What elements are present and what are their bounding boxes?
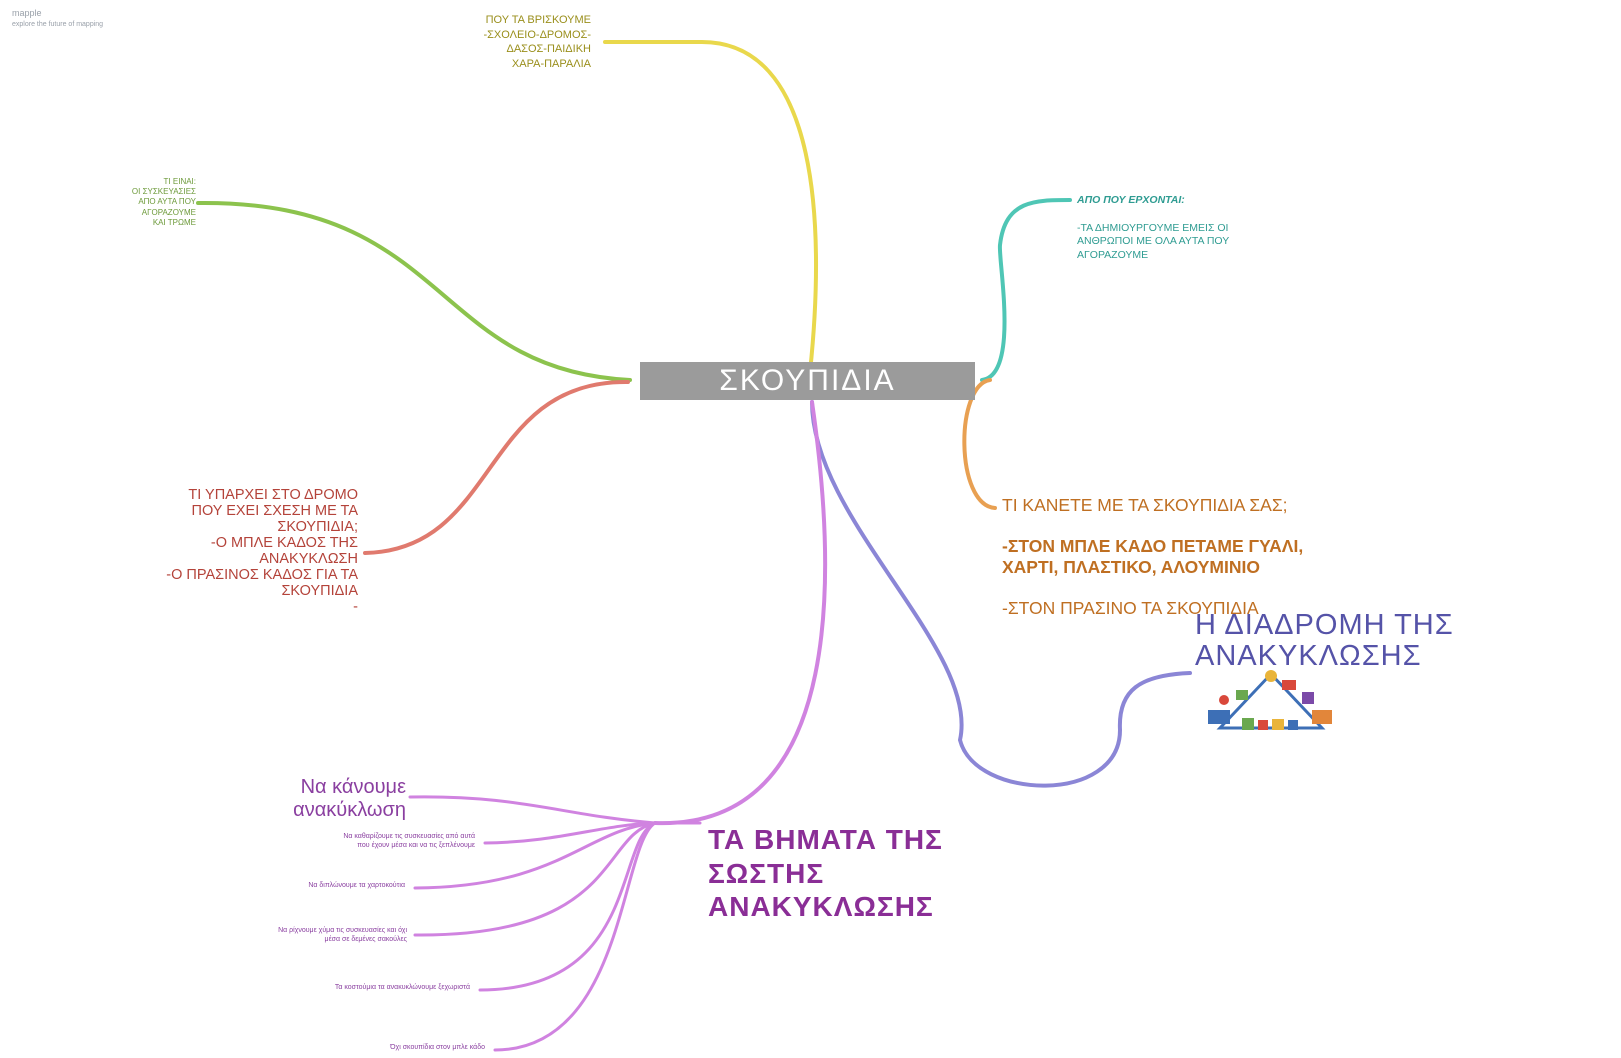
node-where-found[interactable]: ΠΟΥ ΤΑ ΒΡΙΣΚΟΥΜΕ -ΣΧΟΛΕΙΟ-ΔΡΟΜΟΣ- ΔΑΣΟΣ-… xyxy=(483,14,591,70)
cycle-item-icon xyxy=(1272,719,1284,730)
cycle-item-icon xyxy=(1288,720,1298,730)
node-origin-body: -ΤΑ ΔΗΜΙΟΥΡΓΟΥΜΕ ΕΜΕΙΣ ΟΙ ΑΝΘΡΩΠΟΙ ΜΕ ΟΛ… xyxy=(1077,221,1230,262)
node-step-no-trash-blue-bin[interactable]: Όχι σκουπίδια στον μπλε κάδο xyxy=(390,1044,485,1051)
branch-line-step-3 xyxy=(413,821,657,937)
cycle-sun-icon xyxy=(1265,670,1277,682)
branch-line-step-5 xyxy=(493,821,657,1052)
cycle-item-icon xyxy=(1302,692,1314,704)
cycle-bin-icon xyxy=(1208,710,1230,724)
brand-name: mapple xyxy=(12,8,42,18)
branch-line-what xyxy=(196,200,632,382)
node-step-do-recycling[interactable]: Να κάνουμε ανακύκλωση xyxy=(293,776,406,821)
cycle-item-icon xyxy=(1242,718,1254,730)
node-origin[interactable]: ΑΠΟ ΠΟΥ ΕΡΧΟΝΤΑΙ: -ΤΑ ΔΗΜΙΟΥΡΓΟΥΜΕ ΕΜΕΙΣ… xyxy=(1077,180,1407,277)
cycle-item-icon xyxy=(1282,680,1296,690)
node-what-is-it[interactable]: ΤΙ ΕΙΝΑΙ: ΟΙ ΣΥΣΚΕΥΑΣΙΕΣ ΑΠΟ ΑΥΤΑ ΠΟΥ ΑΓ… xyxy=(131,177,196,227)
branch-line-route xyxy=(810,400,1192,788)
brand-watermark: mapple explore the future of mapping xyxy=(12,8,103,29)
node-origin-heading: ΑΠΟ ΠΟΥ ΕΡΧΟΝΤΑΙ: xyxy=(1077,193,1185,206)
node-step-clean-packaging[interactable]: Να καθαρίζουμε τις συσκευασίες από αυτά … xyxy=(343,833,475,850)
branch-line-where xyxy=(603,39,819,374)
recycling-triangle-icon xyxy=(1216,671,1326,730)
brand-tagline: explore the future of mapping xyxy=(12,20,104,28)
node-step-separate-items[interactable]: Τα κοστούμια τα ανακυκλώνουμε ξεχωριστά xyxy=(334,984,470,991)
branch-line-step-recycle xyxy=(408,795,657,825)
node-step-loose-packaging[interactable]: Να ρίχνουμε χύμα τις συσκευασίες και όχι… xyxy=(278,927,407,944)
recycling-cycle-illustration xyxy=(1208,670,1332,730)
cycle-truck-icon xyxy=(1312,710,1332,724)
node-street-bins[interactable]: ΤΙ ΥΠΑΡΧΕΙ ΣΤΟ ΔΡΟΜΟ ΠΟΥ ΕΧΕΙ ΣΧΕΣΗ ΜΕ Τ… xyxy=(166,487,358,615)
branch-line-street xyxy=(363,379,630,555)
node-what-we-do-green-bin: -ΣΤΟΝ ΠΡΑΣΙΝΟ ΤΑ ΣΚΟΥΠΙΔΙΑ xyxy=(1002,597,1259,618)
branch-line-step-1 xyxy=(483,821,657,845)
node-step-fold-cartons[interactable]: Να διπλώνουμε τα χαρτοκούτια xyxy=(308,882,405,889)
cycle-item-icon xyxy=(1219,695,1229,705)
branch-line-doing xyxy=(962,378,997,510)
node-what-we-do-question: ΤΙ ΚΑΝΕΤΕ ΜΕ ΤΑ ΣΚΟΥΠΙΔΙΑ ΣΑΣ; xyxy=(1002,494,1288,515)
node-recycling-route[interactable]: Η ΔΙΑΔΡΟΜΗ ΤΗΣ ΑΝΑΚΥΚΛΩΣΗΣ xyxy=(1195,609,1454,673)
branch-line-origin xyxy=(980,198,1072,382)
node-recycling-steps[interactable]: ΤΑ ΒΗΜΑΤΑ ΤΗΣ ΣΩΣΤΗΣ ΑΝΑΚΥΚΛΩΣΗΣ xyxy=(708,824,943,923)
central-node[interactable]: ΣΚΟΥΠΙΔΙΑ xyxy=(640,362,975,400)
cycle-item-icon xyxy=(1258,720,1268,730)
cycle-item-icon xyxy=(1236,690,1248,700)
branch-line-steps-trunk xyxy=(653,400,828,826)
branch-line-step-4 xyxy=(478,821,657,992)
branch-line-step-2 xyxy=(413,821,657,890)
node-what-we-do[interactable]: ΤΙ ΚΑΝΕΤΕ ΜΕ ΤΑ ΣΚΟΥΠΙΔΙΑ ΣΑΣ; -ΣΤΟΝ ΜΠΛ… xyxy=(1002,474,1562,639)
node-what-we-do-blue-bin: -ΣΤΟΝ ΜΠΛΕ ΚΑΔΟ ΠΕΤΑΜΕ ΓΥΑΛΙ, ΧΑΡΤΙ, ΠΛΑ… xyxy=(1002,535,1304,577)
